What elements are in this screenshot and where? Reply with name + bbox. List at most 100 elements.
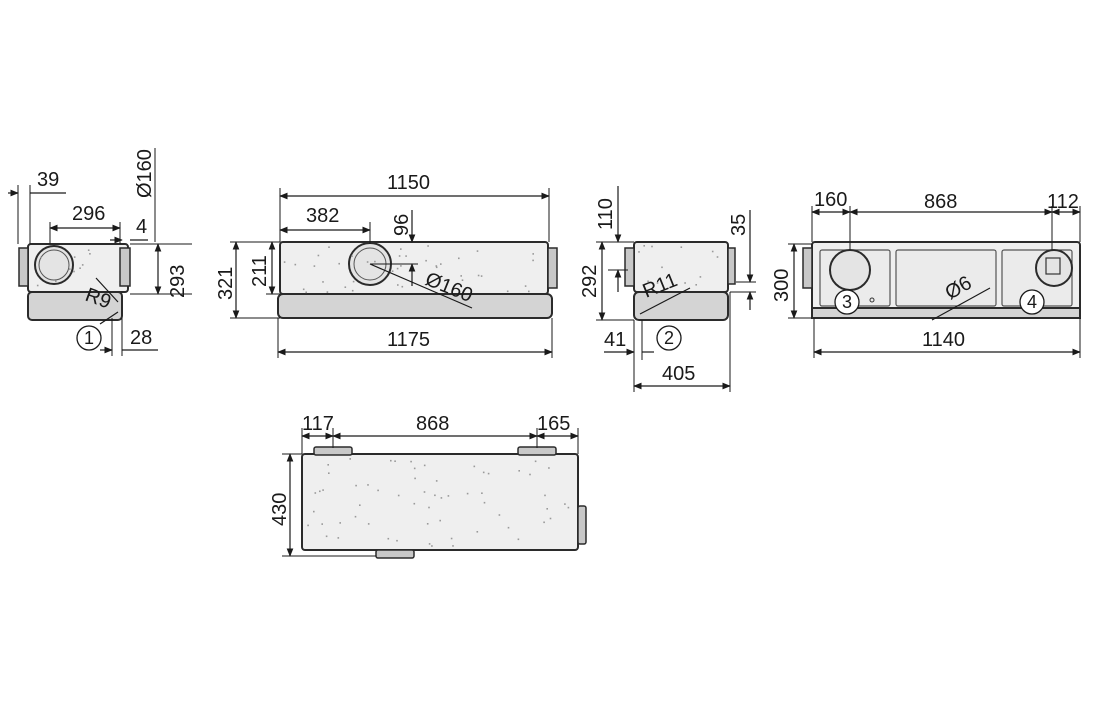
texture-speck: [322, 281, 324, 283]
texture-speck: [367, 523, 370, 525]
texture-speck: [647, 280, 649, 283]
texture-speck: [482, 471, 485, 474]
texture-speck: [317, 254, 320, 257]
texture-speck: [351, 255, 353, 257]
dim-321: 321: [215, 267, 237, 300]
texture-speck: [328, 246, 330, 248]
texture-speck: [483, 501, 486, 504]
dim-165: 165: [537, 413, 570, 435]
texture-speck: [79, 267, 81, 269]
texture-speck: [313, 510, 315, 513]
front-view-duct-opening: [34, 245, 74, 285]
rear-view-panel-middle: [895, 249, 997, 307]
texture-speck: [413, 467, 416, 470]
front-view-left-spigot: [18, 247, 29, 287]
dim-35: 35: [728, 214, 750, 236]
texture-speck: [684, 282, 686, 284]
plan-view-spigot-side: [577, 505, 587, 545]
texture-speck: [307, 524, 309, 527]
top-view-diameter-leader: [369, 263, 473, 309]
texture-speck: [564, 503, 566, 505]
texture-speck: [398, 255, 401, 257]
texture-speck: [452, 545, 454, 547]
dim-868-rear: 868: [924, 191, 957, 213]
dim-112: 112: [1047, 191, 1079, 213]
texture-speck: [397, 284, 399, 286]
texture-speck: [394, 460, 396, 462]
rear-view-drain-leader: [931, 287, 991, 321]
texture-speck: [40, 256, 42, 259]
rear-view-duct-left: [829, 249, 871, 291]
dim-382: 382: [306, 205, 339, 227]
texture-speck: [426, 523, 429, 525]
texture-speck: [476, 250, 479, 252]
texture-speck: [425, 259, 427, 262]
texture-speck: [73, 270, 75, 273]
texture-speck: [321, 523, 323, 525]
dim-39: 39: [37, 169, 59, 191]
dim-1150: 1150: [387, 172, 430, 194]
texture-speck: [423, 491, 426, 493]
top-view-right-spigot: [547, 247, 558, 289]
texture-speck: [487, 472, 490, 475]
callout-2: 2: [664, 328, 674, 348]
side-view-base: [633, 291, 729, 321]
dim-405: 405: [662, 363, 695, 385]
texture-speck: [377, 489, 379, 492]
rear-view-left-spigot: [802, 247, 813, 289]
texture-speck: [338, 262, 340, 265]
texture-speck: [396, 539, 398, 542]
texture-speck: [73, 256, 76, 258]
texture-speck: [680, 246, 683, 248]
texture-speck: [322, 489, 324, 491]
texture-speck: [543, 521, 545, 524]
texture-speck: [326, 291, 329, 293]
front-view-right-spigot: [119, 247, 131, 287]
texture-speck: [651, 245, 653, 248]
texture-speck: [400, 265, 402, 267]
texture-speck: [458, 257, 460, 260]
dim-96: 96: [391, 214, 413, 236]
texture-speck: [423, 464, 426, 467]
side-view: 110 292 35 R11 41 2 405: [579, 186, 756, 392]
dim-28: 28: [130, 327, 152, 349]
texture-speck: [544, 494, 546, 497]
front-view-callout-leader: [99, 311, 119, 325]
plan-view-spigot-top-left: [313, 446, 353, 456]
dim-868-plan: 868: [416, 413, 449, 435]
texture-speck: [549, 517, 552, 520]
texture-speck: [283, 261, 286, 263]
texture-speck: [435, 265, 438, 267]
texture-speck: [367, 484, 369, 486]
callout-3-circle: [834, 289, 860, 315]
texture-speck: [435, 480, 438, 482]
texture-speck: [711, 250, 714, 253]
plan-view-spigot-top-right: [517, 446, 557, 456]
texture-speck: [518, 470, 520, 472]
texture-speck: [325, 535, 328, 538]
callout-4-circle: [1019, 289, 1045, 315]
texture-speck: [643, 245, 645, 247]
texture-speck: [524, 285, 527, 287]
texture-speck: [354, 515, 357, 518]
texture-speck: [396, 267, 399, 270]
side-view-left-spigot: [624, 247, 635, 287]
texture-speck: [359, 504, 361, 506]
texture-speck: [319, 490, 321, 493]
front-view-duct-inner: [38, 249, 70, 281]
surface-texture: [36, 245, 719, 547]
texture-speck: [349, 458, 351, 460]
texture-speck: [69, 268, 71, 270]
texture-speck: [427, 245, 429, 247]
texture-speck: [390, 459, 392, 462]
dim-117: 117: [302, 413, 334, 435]
texture-speck: [87, 249, 90, 251]
texture-speck: [351, 289, 354, 292]
plan-view: 117 868 165 430: [269, 413, 587, 559]
dim-300: 300: [771, 269, 793, 302]
texture-speck: [374, 260, 376, 263]
side-view-radius-leader: [639, 287, 691, 315]
texture-speck: [466, 492, 469, 495]
texture-speck: [391, 270, 394, 272]
